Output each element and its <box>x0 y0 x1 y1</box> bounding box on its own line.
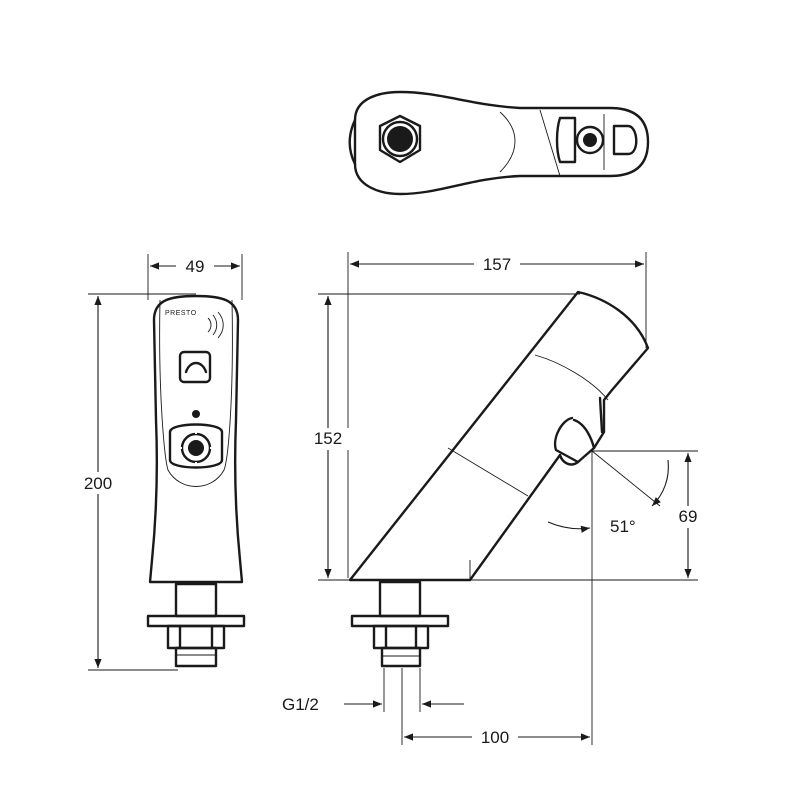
hex-nut-icon <box>378 114 422 164</box>
dim-side-width: 49 <box>186 257 205 276</box>
dim-angle: 51° <box>610 517 636 536</box>
top-view <box>348 90 650 196</box>
dim-body-height: 152 <box>314 429 342 448</box>
dimension-100: 100 <box>401 668 590 748</box>
dimension-200: 200 <box>76 293 196 671</box>
dimension-angle: 51° <box>547 450 669 745</box>
top-aerator <box>575 125 605 155</box>
front-view: PRESTO <box>146 294 246 668</box>
inlet-circle <box>381 120 419 158</box>
side-body <box>348 290 650 582</box>
front-aerator-teeth <box>178 430 214 466</box>
sensor-dot <box>192 410 200 418</box>
dim-thread: G1/2 <box>282 695 319 714</box>
brand-label: PRESTO <box>165 310 197 317</box>
dimension-thread: G1/2 <box>282 668 464 714</box>
dimension-157: 157 <box>347 252 647 578</box>
dim-total-height: 200 <box>84 474 112 493</box>
dimension-152: 152 <box>306 293 580 581</box>
inlet-hole <box>387 126 413 152</box>
side-view <box>348 290 650 668</box>
front-body <box>148 294 244 584</box>
dimension-69: 69 <box>470 450 706 581</box>
dim-outlet-reach: 100 <box>481 728 509 747</box>
dim-top-width: 157 <box>483 255 511 274</box>
front-button <box>178 350 212 384</box>
dimension-49: 49 <box>147 254 243 300</box>
dim-outlet-height: 69 <box>679 507 698 526</box>
top-aerator-center <box>583 133 597 147</box>
sensor-wave-icon <box>207 311 224 339</box>
